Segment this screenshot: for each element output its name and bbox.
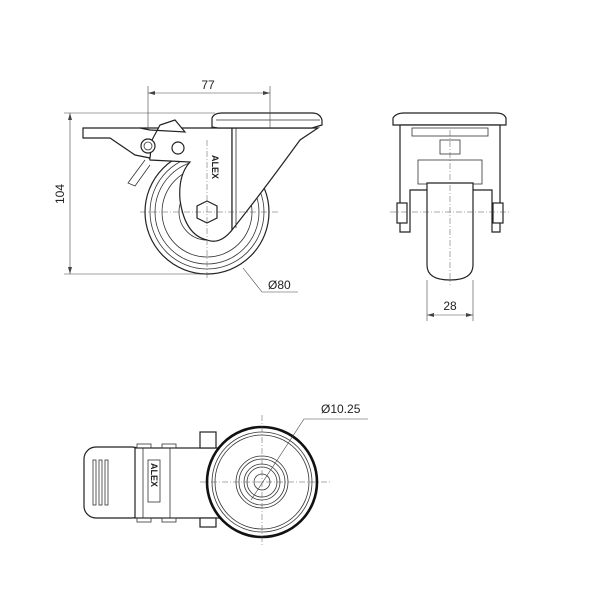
- side-fork: [139, 127, 320, 242]
- pedal-grip-slots: [92, 459, 109, 506]
- dimension-bore-diameter: Ø10.25: [250, 402, 368, 501]
- front-top-plate: [392, 112, 507, 126]
- bottom-bolt-bottom: [199, 517, 217, 528]
- dimension-28: 28: [426, 280, 474, 321]
- wheel-diameter-label: Ø80: [268, 278, 291, 292]
- side-top-plate: [211, 112, 323, 129]
- axle-bolt-left: [396, 202, 408, 224]
- dimension-104: 104: [53, 112, 215, 275]
- dimension-77: 77: [147, 78, 271, 130]
- axle-bolt-right: [492, 202, 504, 224]
- dimension-104-label: 104: [53, 184, 67, 204]
- bottom-bolt-top: [199, 431, 217, 449]
- dimension-28-label: 28: [443, 299, 457, 313]
- side-view: ALEX 77 104 Ø80: [53, 78, 323, 293]
- side-logo: ALEX: [210, 155, 220, 179]
- bottom-view: ALEX Ø10.25: [83, 402, 368, 545]
- front-view: 28: [390, 112, 510, 321]
- brake-lever: [82, 119, 187, 187]
- dimension-77-label: 77: [201, 78, 215, 92]
- bottom-logo: ALEX: [149, 463, 159, 487]
- bore-diameter-label: Ø10.25: [321, 402, 361, 416]
- dimension-wheel-diameter: Ø80: [242, 267, 298, 293]
